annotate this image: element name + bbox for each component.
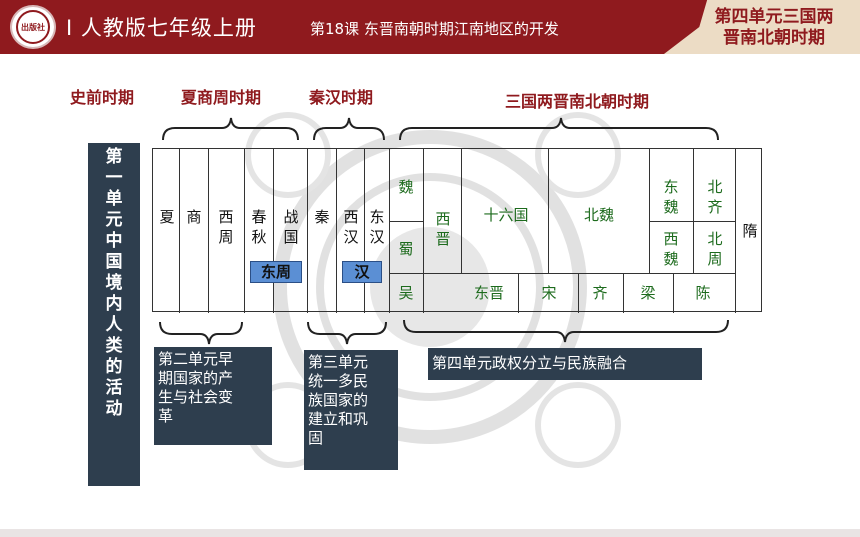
col-divider bbox=[548, 149, 549, 273]
dynasty-north-qi: 北 齐 bbox=[707, 178, 723, 216]
dynasty-spring-autumn: 春 秋 bbox=[251, 208, 267, 246]
book-title: I 人教版七年级上册 bbox=[66, 16, 257, 40]
col-divider bbox=[208, 149, 209, 313]
row-divider bbox=[389, 273, 735, 274]
kingdom-wei: 魏 bbox=[398, 178, 414, 196]
dynasty-west-zhou: 西 周 bbox=[218, 208, 234, 246]
unit3-box: 第三单元 统一多民 族国家的 建立和巩 固 bbox=[304, 350, 398, 470]
dynasty-west-jin: 西 晋 bbox=[435, 210, 451, 248]
dynasty-xia: 夏 bbox=[159, 208, 175, 226]
col-divider bbox=[461, 149, 462, 273]
dynasty-west-wei: 西 魏 bbox=[663, 230, 679, 268]
footer-strip bbox=[0, 529, 860, 537]
col-divider bbox=[623, 273, 624, 313]
dynasty-qin: 秦 bbox=[314, 208, 330, 226]
col-divider bbox=[578, 273, 579, 313]
logo-text: 出版社 bbox=[21, 22, 45, 32]
dynasty-qi: 齐 bbox=[592, 284, 608, 302]
dynasty-shang: 商 bbox=[186, 208, 202, 226]
row-divider bbox=[649, 221, 735, 222]
col-divider bbox=[179, 149, 180, 313]
dynasty-warring-states: 战 国 bbox=[283, 208, 299, 246]
col-divider bbox=[307, 149, 308, 313]
unit1-box: 第 一 单 元 中 国 境 内 人 类 的 活 动 bbox=[88, 143, 140, 486]
col-divider bbox=[693, 149, 694, 273]
era-label-three-kingdoms: 三国两晋南北朝时期 bbox=[505, 92, 650, 111]
dynasty-song: 宋 bbox=[541, 284, 557, 302]
row-divider bbox=[389, 221, 423, 222]
col-divider bbox=[649, 149, 650, 273]
era-label-prehistoric: 史前时期 bbox=[70, 88, 135, 107]
lesson-title: 第18课 东晋南朝时期江南地区的开发 bbox=[310, 20, 559, 38]
dynasty-liang: 梁 bbox=[640, 284, 656, 302]
kingdom-shu: 蜀 bbox=[398, 240, 414, 258]
unit4-box: 第四单元政权分立与民族融合 bbox=[428, 348, 702, 380]
dynasty-east-han: 东 汉 bbox=[369, 208, 385, 246]
publisher-logo: 出版社 bbox=[10, 5, 56, 49]
col-divider bbox=[423, 149, 424, 313]
unit-title: 第四单元三国两 晋南北朝时期 bbox=[714, 7, 834, 48]
dynasty-timeline: 夏 商 西 周 春 秋 战 国 东周 秦 西 汉 东 汉 汉 魏 蜀 吴 西 晋… bbox=[152, 148, 762, 313]
dynasty-east-wei: 东 魏 bbox=[663, 178, 679, 216]
tag-east-zhou: 东周 bbox=[250, 261, 302, 283]
era-label-xia-shang-zhou: 夏商周时期 bbox=[181, 88, 262, 107]
kingdom-wu: 吴 bbox=[398, 284, 414, 302]
era-label-qin-han: 秦汉时期 bbox=[309, 88, 374, 107]
col-divider bbox=[273, 149, 274, 313]
dynasty-west-han: 西 汉 bbox=[343, 208, 359, 246]
unit2-box: 第二单元早 期国家的产 生与社会变 革 bbox=[154, 347, 272, 445]
dynasty-north-wei: 北魏 bbox=[583, 206, 614, 224]
dynasty-east-jin: 东晋 bbox=[473, 284, 504, 302]
dynasty-north-zhou: 北 周 bbox=[707, 230, 723, 268]
dynasty-sui: 隋 bbox=[742, 222, 758, 240]
col-divider bbox=[389, 149, 390, 313]
sixteen-kingdoms: 十六国 bbox=[483, 206, 529, 224]
tag-han: 汉 bbox=[342, 261, 382, 283]
col-divider bbox=[518, 273, 519, 313]
col-divider bbox=[244, 149, 245, 313]
col-divider bbox=[735, 149, 736, 313]
logo-seal-icon: 出版社 bbox=[16, 10, 50, 44]
col-divider bbox=[673, 273, 674, 313]
col-divider bbox=[336, 149, 337, 313]
dynasty-chen: 陈 bbox=[695, 284, 711, 302]
col-divider bbox=[364, 149, 365, 313]
